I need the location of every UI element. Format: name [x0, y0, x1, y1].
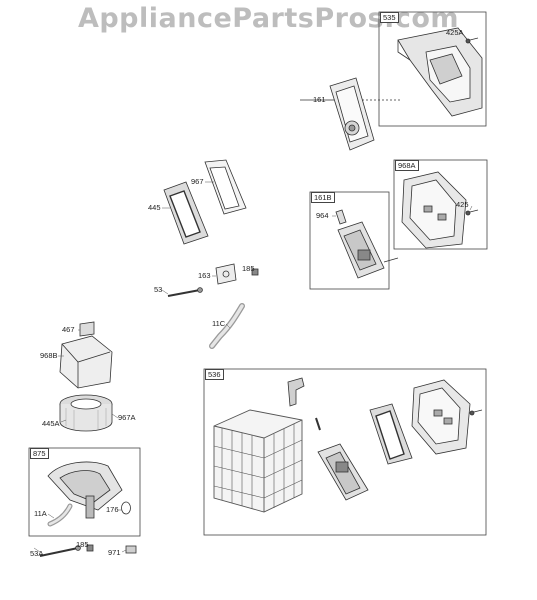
pre-cleaner-967-part	[204, 159, 247, 215]
screw-536-part	[469, 409, 483, 416]
part-label-53A: 53A	[30, 549, 44, 558]
part-label-964: 964	[316, 211, 329, 220]
part-label-425: 425	[456, 200, 469, 209]
screw-425-part	[465, 209, 479, 216]
part-label-968B: 968B	[40, 351, 58, 360]
box-535	[378, 11, 487, 127]
part-label-467: 467	[62, 325, 75, 334]
fitting-971-part	[125, 545, 137, 554]
part-label-967A: 967A	[118, 413, 136, 422]
part-label-53: 53	[154, 285, 163, 294]
stud-53-part	[167, 287, 203, 297]
box-875	[28, 447, 141, 537]
box-tag-875: 875	[30, 448, 49, 459]
filter-536-part	[369, 403, 413, 465]
part-label-425A: 425A	[446, 28, 464, 37]
part-label-971: 971	[108, 548, 121, 557]
filter-445A-part	[59, 394, 113, 432]
box-161B	[309, 191, 390, 290]
air-cleaner-base-161-part	[300, 77, 400, 151]
part-label-11C: 11C	[212, 319, 226, 328]
o-ring-176-part	[121, 501, 131, 515]
nut-185b-part	[86, 544, 94, 552]
screw-425A-part	[465, 37, 479, 44]
gasket-163-part	[215, 263, 237, 285]
knob-467-part	[79, 321, 95, 337]
part-label-185b: 185	[76, 540, 89, 549]
box-536	[203, 368, 487, 536]
base-536-part	[411, 379, 471, 455]
box-968A	[393, 159, 488, 250]
cage-536-part	[213, 409, 303, 513]
box-tag-968A: 968A	[395, 160, 419, 171]
air-cleaner-536-part	[317, 443, 369, 501]
box-tag-535: 535	[380, 12, 399, 23]
cover-968B-part	[59, 335, 113, 389]
air-cleaner-161B-part	[337, 221, 399, 279]
gasket-964-part	[335, 209, 347, 225]
base-875-part	[47, 461, 123, 519]
air-filter-445-part	[163, 181, 209, 245]
hose-11C-part	[209, 303, 245, 349]
part-label-176: 176	[106, 505, 119, 514]
hose-11A-part	[47, 503, 73, 527]
part-label-185: 185	[242, 264, 255, 273]
part-label-445: 445	[148, 203, 161, 212]
box-tag-536: 536	[205, 369, 224, 380]
base-968A-part	[401, 171, 467, 249]
box-tag-161B: 161B	[311, 192, 335, 203]
pin-536-part	[315, 417, 321, 431]
elbow-536-part	[287, 377, 305, 407]
part-label-445A: 445A	[42, 419, 60, 428]
blower-cover-part	[397, 27, 483, 117]
part-label-967: 967	[191, 177, 204, 186]
nut-185-part	[251, 268, 259, 276]
part-label-11A: 11A	[34, 509, 47, 518]
stud-53A-part	[39, 545, 81, 557]
part-label-163: 163	[198, 271, 211, 280]
part-label-161: 161	[313, 95, 326, 104]
